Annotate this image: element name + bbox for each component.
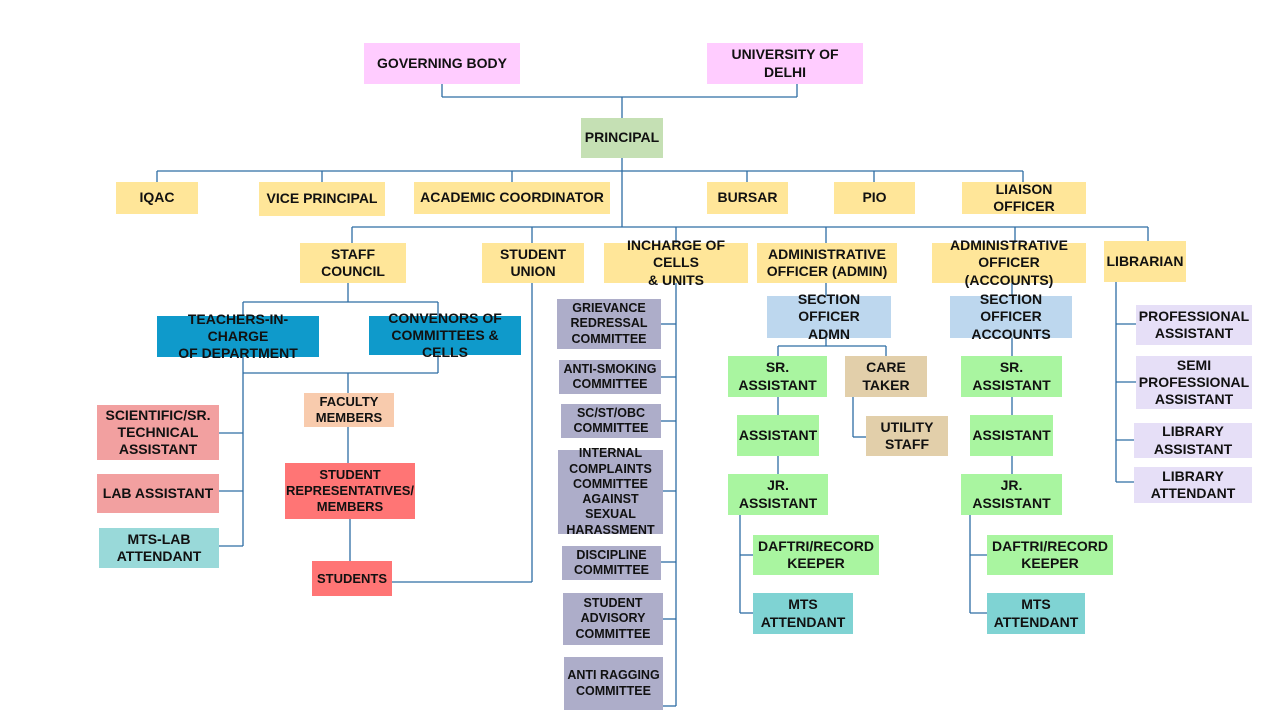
utility-staff-box: UTILITY STAFF	[866, 416, 948, 456]
students-label: STUDENTS	[316, 570, 388, 586]
scientific-assistant-label: SCIENTIFIC/SR. TECHNICAL ASSISTANT	[105, 406, 211, 458]
accounts-daftri-box: DAFTRI/RECORD KEEPER	[987, 535, 1113, 575]
accounts-daftri-label: DAFTRI/RECORD KEEPER	[992, 537, 1108, 571]
governing-body-label: GOVERNING BODY	[377, 54, 507, 71]
committee-student-advisory-box: STUDENT ADVISORY COMMITTEE	[563, 593, 663, 645]
section-officer-accounts-box: SECTION OFFICER ACCOUNTS	[950, 291, 1072, 342]
principal-box: PRINCIPAL	[581, 118, 663, 158]
committee-grievance-box: GRIEVANCE REDRESSAL COMMITTEE	[557, 299, 661, 349]
committee-label: ANTI-SMOKING COMMITTEE	[563, 361, 657, 391]
convenors-box: CONVENORS OF COMMITTEES & CELLS	[369, 310, 521, 360]
admin-officer-accounts-box: ADMINISTRATIVE OFFICER (ACCOUNTS)	[932, 237, 1086, 288]
lab-assistant-label: LAB ASSISTANT	[102, 484, 214, 501]
admin-sr-assistant-label: SR. ASSISTANT	[738, 359, 817, 393]
staff-council-label: STAFF COUNCIL	[321, 245, 385, 279]
governing-body-box: GOVERNING BODY	[364, 43, 520, 84]
teachers-incharge-label: TEACHERS-IN-CHARGE OF DEPARTMENT	[178, 310, 298, 362]
admin-assistant-box: ASSISTANT	[737, 415, 819, 456]
semi-professional-assistant-label: SEMI PROFESSIONAL ASSISTANT	[1138, 356, 1250, 408]
student-representatives-label: STUDENT REPRESENTATIVES/ MEMBERS	[285, 467, 415, 514]
admin-mts-attendant-label: MTS ATTENDANT	[760, 596, 846, 630]
teachers-incharge-box: TEACHERS-IN-CHARGE OF DEPARTMENT	[157, 311, 319, 361]
section-officer-accounts-label: SECTION OFFICER ACCOUNTS	[971, 291, 1051, 342]
liaison-officer-label: LIAISON OFFICER	[993, 180, 1055, 214]
committee-label: SC/ST/OBC COMMITTEE	[573, 405, 649, 435]
semi-professional-assistant-box: SEMI PROFESSIONAL ASSISTANT	[1136, 356, 1252, 409]
committee-anti-smoking-box: ANTI-SMOKING COMMITTEE	[559, 360, 661, 394]
library-attendant-label: LIBRARY ATTENDANT	[1150, 467, 1236, 501]
university-of-delhi-label: UNIVERSITY OF DELHI	[731, 46, 839, 80]
vice-principal-box: VICE PRINCIPAL	[259, 182, 385, 216]
academic-coordinator-box: ACADEMIC COORDINATOR	[414, 182, 610, 214]
university-of-delhi-box: UNIVERSITY OF DELHI	[707, 43, 863, 84]
committee-label: STUDENT ADVISORY COMMITTEE	[575, 596, 651, 641]
admin-assistant-label: ASSISTANT	[738, 426, 818, 443]
accounts-jr-assistant-label: JR. ASSISTANT	[972, 477, 1051, 511]
professional-assistant-label: PROFESSIONAL ASSISTANT	[1138, 307, 1250, 341]
student-union-label: STUDENT UNION	[499, 245, 567, 279]
faculty-members-box: FACULTY MEMBERS	[304, 393, 394, 427]
admin-jr-assistant-box: JR. ASSISTANT	[728, 474, 828, 515]
care-taker-box: CARE TAKER	[845, 356, 927, 397]
committee-internal-complaints-box: INTERNAL COMPLAINTS COMMITTEE AGAINST SE…	[558, 446, 663, 537]
accounts-mts-attendant-label: MTS ATTENDANT	[993, 596, 1079, 630]
committee-label: GRIEVANCE REDRESSAL COMMITTEE	[570, 301, 648, 346]
admin-officer-accounts-label: ADMINISTRATIVE OFFICER (ACCOUNTS)	[950, 237, 1068, 288]
library-assistant-label: LIBRARY ASSISTANT	[1153, 423, 1233, 457]
admin-mts-attendant-box: MTS ATTENDANT	[753, 593, 853, 634]
pio-label: PIO	[862, 189, 887, 206]
faculty-members-label: FACULTY MEMBERS	[315, 394, 383, 425]
committee-anti-ragging-box: ANTI RAGGING COMMITTEE	[564, 657, 663, 710]
accounts-assistant-box: ASSISTANT	[970, 415, 1053, 456]
librarian-box: LIBRARIAN	[1104, 241, 1186, 282]
student-union-box: STUDENT UNION	[482, 243, 584, 283]
convenors-label: CONVENORS OF COMMITTEES & CELLS	[388, 309, 502, 361]
admin-officer-admin-box: ADMINISTRATIVE OFFICER (ADMIN)	[757, 243, 897, 283]
students-box: STUDENTS	[312, 561, 392, 596]
bursar-label: BURSAR	[717, 189, 778, 206]
academic-coordinator-label: ACADEMIC COORDINATOR	[420, 189, 604, 206]
accounts-sr-assistant-box: SR. ASSISTANT	[961, 356, 1062, 397]
iqac-label: IQAC	[139, 189, 175, 206]
committee-label: ANTI RAGGING COMMITTEE	[567, 668, 660, 698]
admin-officer-admin-label: ADMINISTRATIVE OFFICER (ADMIN)	[766, 245, 888, 279]
committee-sc-st-obc-box: SC/ST/OBC COMMITTEE	[561, 404, 661, 438]
library-attendant-box: LIBRARY ATTENDANT	[1134, 467, 1252, 503]
admin-jr-assistant-label: JR. ASSISTANT	[738, 477, 818, 511]
section-officer-admn-box: SECTION OFFICER ADMN	[767, 291, 891, 342]
accounts-jr-assistant-box: JR. ASSISTANT	[961, 474, 1062, 515]
committee-label: DISCIPLINE COMMITTEE	[574, 547, 649, 577]
section-officer-admn-label: SECTION OFFICER ADMN	[797, 291, 861, 342]
staff-council-box: STAFF COUNCIL	[300, 243, 406, 283]
committee-label: INTERNAL COMPLAINTS COMMITTEE AGAINST SE…	[566, 446, 655, 537]
mts-lab-attendant-label: MTS-LAB ATTENDANT	[116, 530, 202, 564]
lab-assistant-box: LAB ASSISTANT	[97, 474, 219, 513]
mts-lab-attendant-box: MTS-LAB ATTENDANT	[99, 528, 219, 568]
library-assistant-box: LIBRARY ASSISTANT	[1134, 423, 1252, 458]
scientific-assistant-box: SCIENTIFIC/SR. TECHNICAL ASSISTANT	[97, 405, 219, 460]
librarian-label: LIBRARIAN	[1106, 252, 1184, 269]
committee-discipline-box: DISCIPLINE COMMITTEE	[562, 546, 661, 580]
vice-principal-label: VICE PRINCIPAL	[266, 190, 378, 207]
incharge-cells-box: INCHARGE OF CELLS & UNITS	[604, 237, 748, 288]
admin-sr-assistant-box: SR. ASSISTANT	[728, 356, 827, 397]
bursar-box: BURSAR	[707, 182, 788, 214]
iqac-box: IQAC	[116, 182, 198, 214]
admin-daftri-label: DAFTRI/RECORD KEEPER	[758, 537, 874, 571]
accounts-assistant-label: ASSISTANT	[972, 426, 1051, 443]
student-representatives-box: STUDENT REPRESENTATIVES/ MEMBERS	[285, 463, 415, 519]
principal-label: PRINCIPAL	[584, 129, 660, 146]
liaison-officer-box: LIAISON OFFICER	[962, 180, 1086, 214]
pio-box: PIO	[834, 182, 915, 214]
admin-daftri-box: DAFTRI/RECORD KEEPER	[753, 535, 879, 575]
accounts-sr-assistant-label: SR. ASSISTANT	[972, 359, 1051, 393]
utility-staff-label: UTILITY STAFF	[880, 418, 934, 452]
care-taker-label: CARE TAKER	[862, 359, 910, 393]
incharge-cells-label: INCHARGE OF CELLS & UNITS	[627, 237, 725, 288]
professional-assistant-box: PROFESSIONAL ASSISTANT	[1136, 305, 1252, 345]
accounts-mts-attendant-box: MTS ATTENDANT	[987, 593, 1085, 634]
